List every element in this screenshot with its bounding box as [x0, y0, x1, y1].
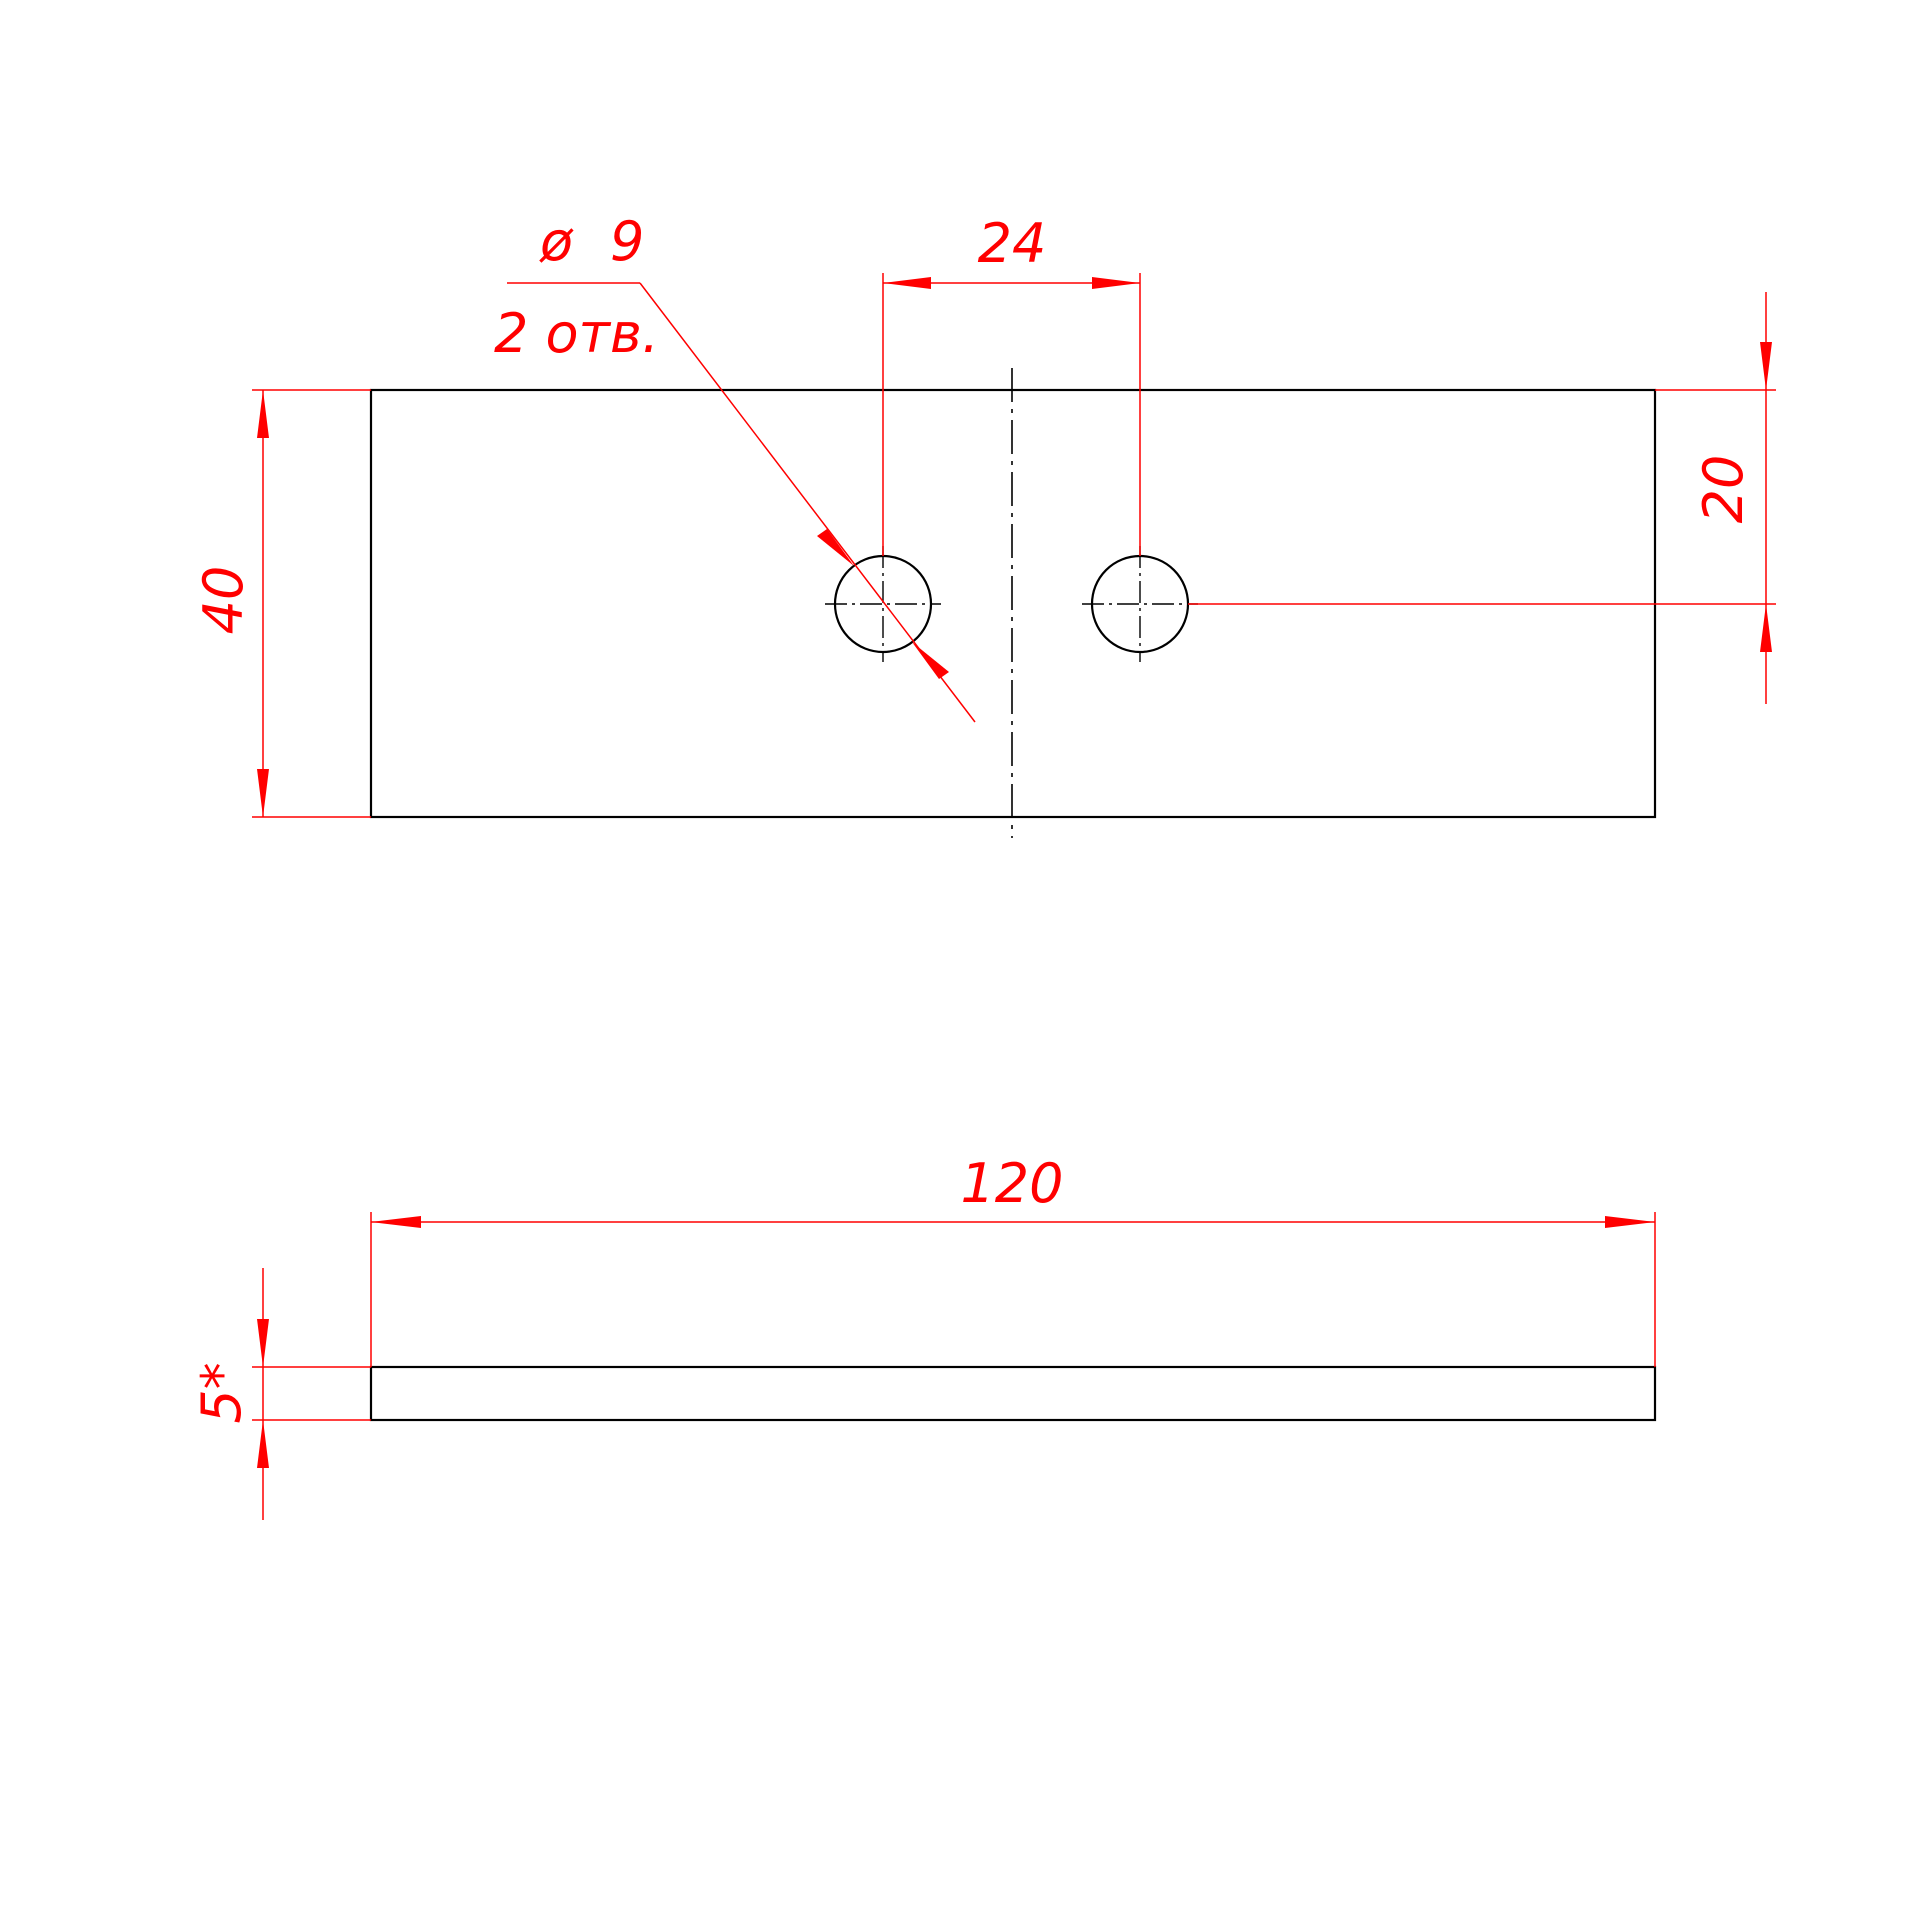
arrow-head	[1760, 604, 1772, 652]
arrow-head	[257, 1420, 269, 1468]
arrow-head	[1092, 277, 1140, 289]
dimension-length: 120	[370, 1152, 1656, 1367]
dimension-width-label: 40	[192, 566, 255, 635]
arrow-head	[912, 642, 949, 679]
arrow-head	[1760, 342, 1772, 390]
dimension-thickness: 5*	[190, 1268, 371, 1520]
top-view	[369, 368, 1657, 838]
diameter-symbol: ø	[539, 210, 574, 273]
dimension-width: 40	[192, 389, 371, 818]
arrow-head	[257, 390, 269, 438]
dimension-hole-spacing-label: 24	[978, 212, 1047, 275]
dimension-thickness-label: 5*	[190, 1362, 253, 1423]
hole-count-note: 2 отв.	[494, 302, 659, 365]
dimension-hole-spacing: 24	[882, 212, 1141, 556]
arrow-head	[883, 277, 931, 289]
side-view	[369, 1365, 1657, 1422]
dimension-length-label: 120	[960, 1152, 1063, 1215]
arrow-head	[1605, 1216, 1655, 1228]
hole-left	[825, 546, 941, 662]
hole-right	[1082, 546, 1198, 662]
dimension-hole-offset-label: 20	[1692, 455, 1755, 524]
dimension-hole-diameter: ø 9 2 отв.	[494, 210, 976, 723]
arrow-head	[257, 1319, 269, 1367]
arrow-head	[371, 1216, 421, 1228]
arrow-head	[817, 529, 854, 566]
plate-outline-side	[369, 1365, 1657, 1422]
arrow-head	[257, 769, 269, 817]
diameter-value: 9	[610, 210, 644, 273]
dimension-hole-offset: 20	[1188, 292, 1776, 704]
